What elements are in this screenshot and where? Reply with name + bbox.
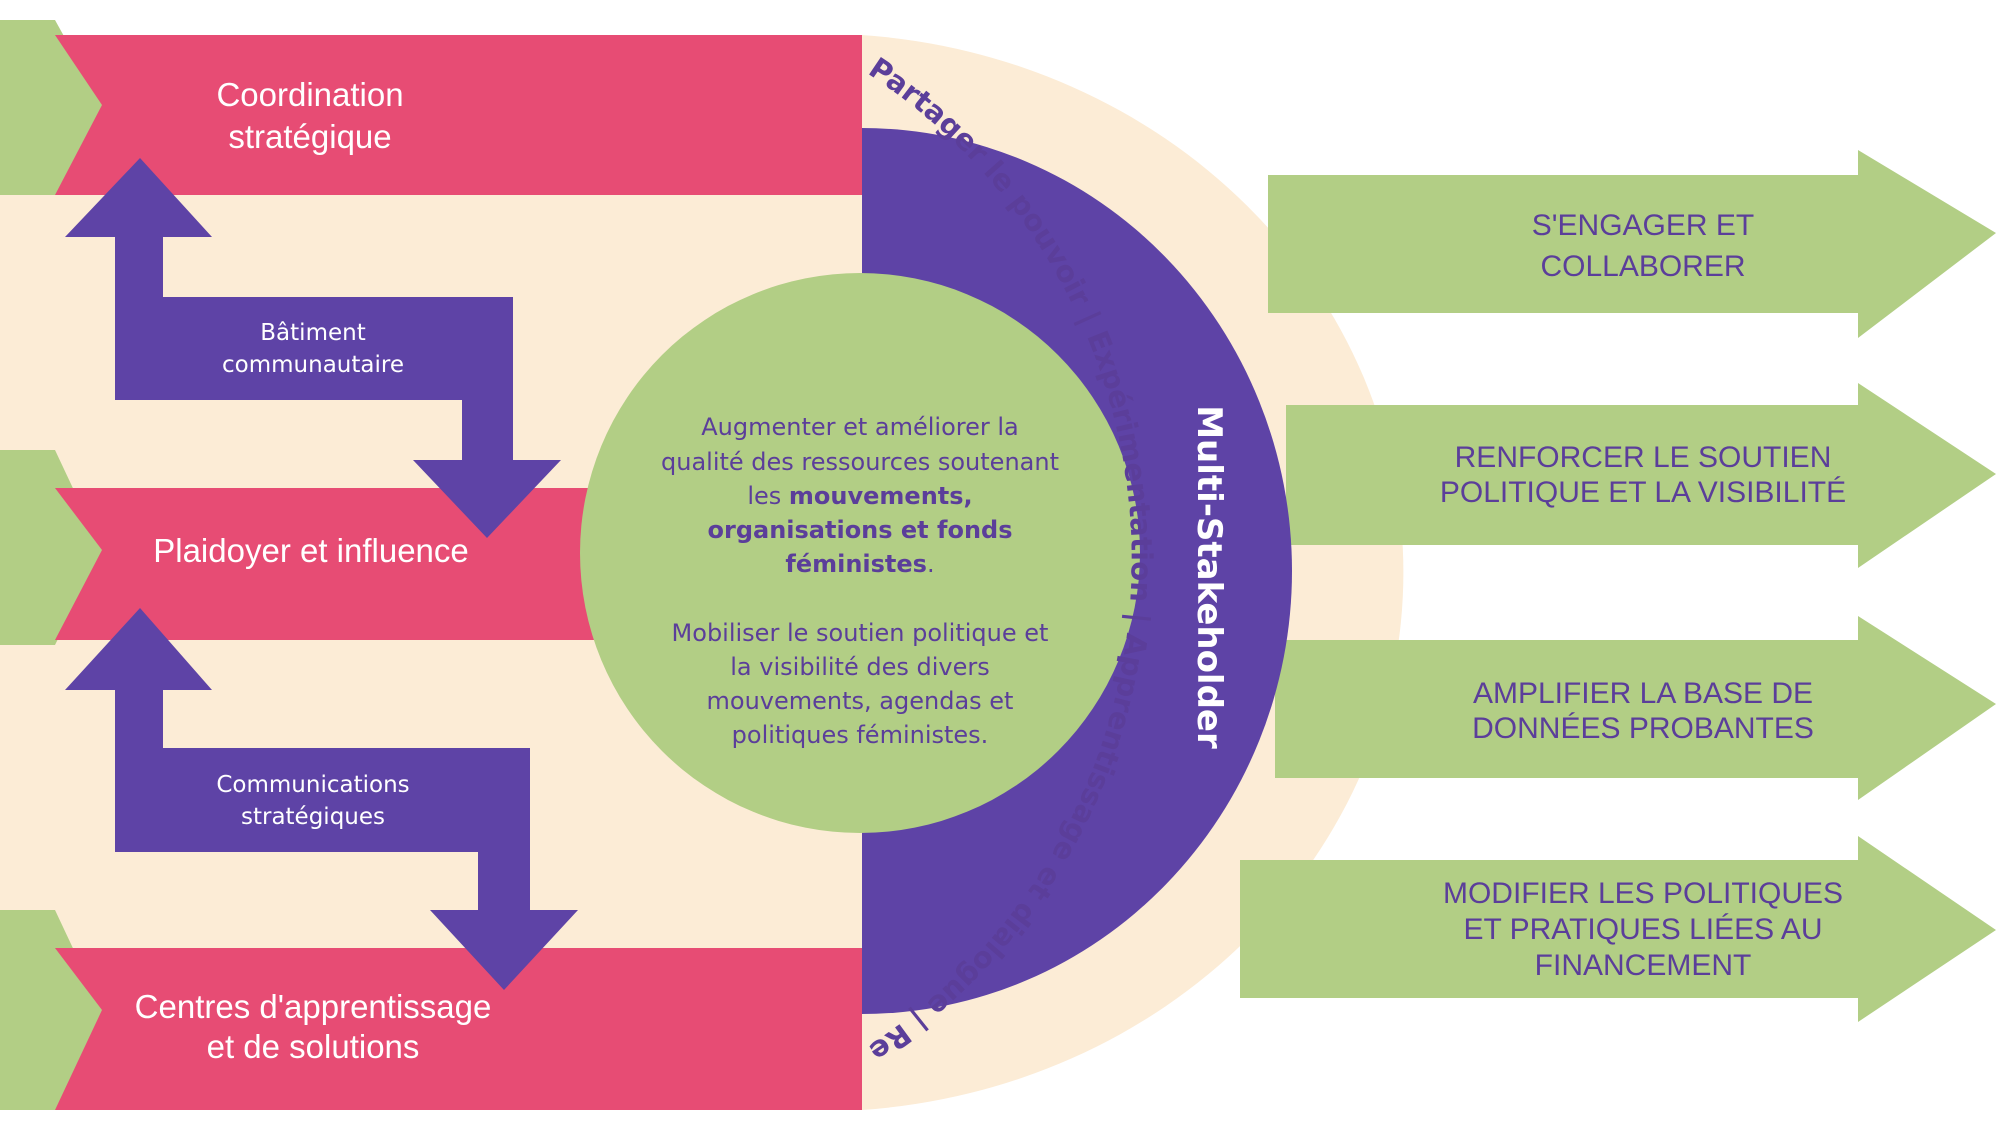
- outcome-4-line3: FINANCEMENT: [1535, 949, 1752, 982]
- outcome-2-line1: RENFORCER LE SOUTIEN: [1455, 441, 1832, 474]
- connector-label-batiment-line2: communautaire: [222, 352, 404, 378]
- outcome-4-line1: MODIFIER LES POLITIQUES: [1443, 877, 1843, 910]
- left-chevron-tip-middle: [30, 488, 102, 640]
- pillar-label-coordination-line2: stratégique: [228, 118, 391, 155]
- center-p1-line3-plain: les: [747, 482, 789, 510]
- outcome-arrow-4: [1240, 836, 1996, 1022]
- left-chevron-tip-top: [30, 35, 102, 195]
- center-p2-line3: mouvements, agendas et: [707, 687, 1014, 715]
- center-p2-line2: la visibilité des divers: [730, 653, 989, 681]
- center-p1-line3-bold: mouvements,: [789, 482, 973, 510]
- center-p1-line1: Augmenter et améliorer la: [701, 413, 1019, 441]
- connector-arrow-communications: [65, 608, 578, 990]
- center-p1-line2: qualité des ressources soutenant: [661, 448, 1059, 476]
- center-p1-line5-plain: .: [927, 550, 935, 578]
- pillar-band-centres: [30, 948, 862, 1110]
- center-p2-line1: Mobiliser le soutien politique et: [672, 619, 1049, 647]
- outcome-1-line2: COLLABORER: [1540, 250, 1745, 283]
- outcome-arrow-3: [1275, 616, 1996, 800]
- connector-label-communications-line2: stratégiques: [241, 804, 385, 830]
- outcome-4-line2: ET PRATIQUES LIÉES AU: [1463, 913, 1822, 946]
- center-circle: [580, 273, 1140, 833]
- pillar-label-centres-line2: et de solutions: [207, 1028, 420, 1065]
- center-p1-line3: les mouvements,: [747, 482, 972, 510]
- outcome-1-line1: S'ENGAGER ET: [1532, 209, 1754, 242]
- pillar-label-centres-line1: Centres d'apprentissage: [135, 988, 492, 1025]
- left-chevron-tip-bottom: [30, 948, 102, 1110]
- outcome-3-line1: AMPLIFIER LA BASE DE: [1473, 677, 1813, 710]
- center-p1-line5-bold: féministes: [785, 550, 927, 578]
- outcome-2-line2: POLITIQUE ET LA VISIBILITÉ: [1440, 476, 1846, 509]
- connector-arrow-batiment: [65, 158, 561, 538]
- outcome-3-line2: DONNÉES PROBANTES: [1472, 712, 1814, 745]
- outcome-arrow-2: [1286, 383, 1996, 568]
- connector-label-batiment-line1: Bâtiment: [260, 320, 365, 346]
- center-p1-line4: organisations et fonds: [708, 516, 1013, 544]
- multi-stakeholder-label: Multi-Stakeholder: [1189, 405, 1229, 749]
- connector-label-communications-line1: Communications: [216, 772, 409, 798]
- pillar-band-coordination: [30, 35, 862, 195]
- center-p1-line5: féministes.: [785, 550, 934, 578]
- outcome-arrow-1: [1268, 150, 1996, 338]
- center-p2-line4: politiques féministes.: [732, 721, 989, 749]
- pillar-label-coordination-line1: Coordination: [216, 76, 403, 113]
- pillar-label-plaidoyer: Plaidoyer et influence: [153, 532, 469, 569]
